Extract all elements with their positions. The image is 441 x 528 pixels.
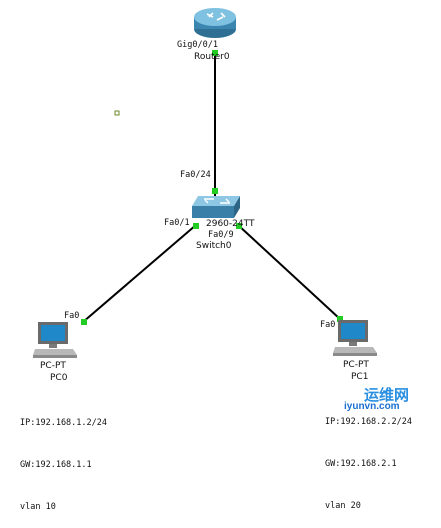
- switch-name-label: Switch0: [196, 241, 232, 251]
- pc0-name-label: PC0: [50, 373, 68, 383]
- switch-model-label: 2960-24TT: [206, 219, 255, 229]
- pc1-device[interactable]: [333, 319, 377, 357]
- pc0-type-label: PC-PT: [40, 361, 66, 371]
- router-name-label: Router0: [194, 52, 230, 62]
- pc1-name-label: PC1: [351, 372, 369, 382]
- port-light-pc1: [337, 316, 343, 322]
- router-port-label: Gig0/0/1: [177, 40, 218, 50]
- pc1-note-ip: IP:192.168.2.2/24: [325, 417, 412, 427]
- switch-port-up-label: Fa0/24: [180, 170, 211, 180]
- pc1-port-label: Fa0: [320, 320, 336, 330]
- port-light-switch-left: [193, 223, 199, 229]
- pc1-type-label: PC-PT: [343, 360, 369, 370]
- selection-marker[interactable]: [114, 110, 120, 116]
- watermark-text: 运维网: [364, 387, 410, 404]
- router-icon: [194, 8, 236, 38]
- pc1-note-vlan: vlan 20: [325, 501, 361, 511]
- pc0-note[interactable]: IP:192.168.1.2/24 GW:192.168.1.1 vlan 10: [20, 388, 107, 528]
- pc-icon: [333, 320, 377, 356]
- watermark-logo: 运维网 iyunvn.com: [338, 387, 410, 412]
- link-switch-pc1[interactable]: [237, 224, 341, 320]
- router-device[interactable]: [193, 5, 237, 39]
- pc0-port-label: Fa0: [64, 311, 80, 321]
- port-light-switch-right: [236, 223, 242, 229]
- switch-port-left-label: Fa0/1: [164, 218, 190, 228]
- pc0-device[interactable]: [33, 321, 77, 359]
- pc0-note-vlan: vlan 10: [20, 502, 56, 512]
- topology-canvas[interactable]: [0, 0, 441, 437]
- switch-port-right-label: Fa0/9: [208, 230, 234, 240]
- switch-icon: [192, 196, 240, 218]
- pc0-note-ip: IP:192.168.1.2/24: [20, 418, 107, 428]
- port-light-pc0: [81, 319, 87, 325]
- pc-icon: [33, 322, 77, 358]
- pc0-note-gw: GW:192.168.1.1: [20, 460, 92, 470]
- switch-device[interactable]: [190, 194, 242, 220]
- pc1-note-gw: GW:192.168.2.1: [325, 459, 397, 469]
- port-light-switch-up: [212, 188, 218, 194]
- watermark-url: iyunvn.com: [344, 401, 400, 412]
- link-switch-pc0[interactable]: [82, 224, 197, 323]
- port-light-router: [212, 50, 218, 56]
